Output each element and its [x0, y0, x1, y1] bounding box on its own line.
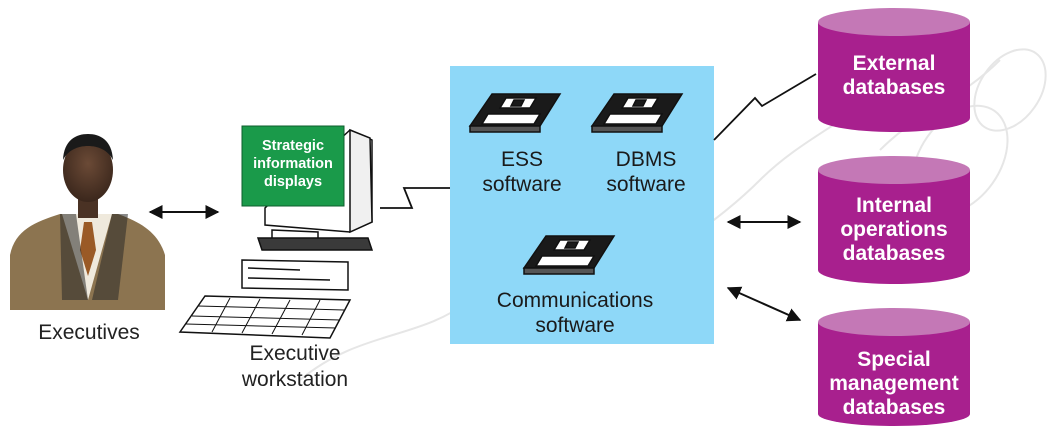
executive-photo [10, 134, 165, 310]
executives-label: Executives [38, 321, 140, 344]
comm-software-label: Communications software [496, 289, 654, 337]
special-db-label: Special management databases [829, 348, 959, 419]
special-db-cylinder [818, 308, 970, 426]
floppy-disk-icon [522, 235, 616, 275]
comm-line-workstation [380, 187, 452, 209]
ess-software-label: ESS software [482, 148, 562, 196]
external-db-label: External databases [842, 52, 946, 99]
arrow-special-db [726, 286, 802, 322]
workstation-illustration [178, 128, 374, 339]
internal-db-cylinder [818, 156, 970, 284]
external-db-cylinder [818, 8, 970, 132]
screen-text: Strategic information displays [253, 138, 333, 190]
floppy-disk-icon [590, 93, 684, 133]
floppy-disk-icon [468, 93, 562, 133]
strategic-info-screen [241, 125, 345, 207]
workstation-label: Executive workstation [241, 342, 349, 391]
comm-line-external [713, 73, 817, 141]
dbms-software-label: DBMS software [606, 148, 686, 196]
internal-db-label: Internal operations databases [840, 194, 948, 265]
